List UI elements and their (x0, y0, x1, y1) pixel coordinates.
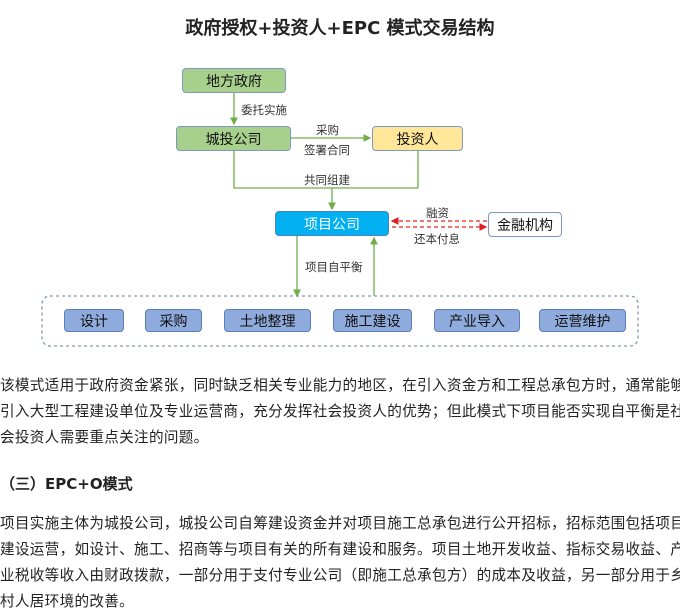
label-financing: 融资 (426, 206, 449, 220)
diagram-title: 政府授权+投资人+EPC 模式交易结构 (185, 18, 495, 39)
node-investor: 投资人 (372, 126, 463, 151)
node-project-company: 项目公司 (275, 211, 389, 236)
label-purchase: 采购 (316, 123, 339, 137)
task-industry-introduction: 产业导入 (434, 309, 520, 332)
node-local-government: 地方政府 (182, 68, 286, 93)
task-design: 设计 (64, 309, 124, 332)
label-self-balance: 项目自平衡 (305, 260, 363, 274)
paragraph2-line: 村人居环境的改善。 (0, 593, 135, 610)
node-financial-institution: 金融机构 (488, 212, 562, 237)
paragraph1-line: 会投资人需要重点关注的问题。 (0, 429, 209, 446)
paragraph1-line: 引入大型工程建设单位及专业运营商，充分发挥社会投资人的优势；但此模式下项目能否实… (0, 403, 680, 420)
paragraph2-line: 建设运营，如设计、施工、招商等与项目有关的所有建设和服务。项目土地开发收益、指标… (0, 541, 680, 558)
task-construction: 施工建设 (333, 309, 412, 332)
label-joint-establish: 共同组建 (304, 173, 350, 187)
node-city-investment-company: 城投公司 (176, 126, 291, 151)
label-repay: 还本付息 (414, 232, 460, 246)
joint-connector (233, 150, 419, 189)
label-entrust: 委托实施 (241, 103, 287, 117)
task-operation-maintenance: 运营维护 (539, 309, 626, 332)
label-sign-contract: 签署合同 (304, 143, 350, 157)
tasks-container (41, 295, 639, 347)
paragraph2-line: 业税收等收入由财政拨款，一部分用于支付专业公司（即施工总承包方）的成本及收益，另… (0, 567, 680, 584)
task-land-consolidation: 土地整理 (224, 309, 311, 332)
section-heading: （三）EPC+O模式 (0, 475, 133, 493)
diagram-connectors (41, 92, 639, 347)
paragraph1-line: 该模式适用于政府资金紧张，同时缺乏相关专业能力的地区，在引入资金方和工程总承包方… (0, 377, 680, 394)
task-procurement: 采购 (145, 309, 202, 332)
paragraph2-line: 项目实施主体为城投公司，城投公司自筹建设资金并对项目施工总承包进行公开招标，招标… (0, 515, 680, 532)
